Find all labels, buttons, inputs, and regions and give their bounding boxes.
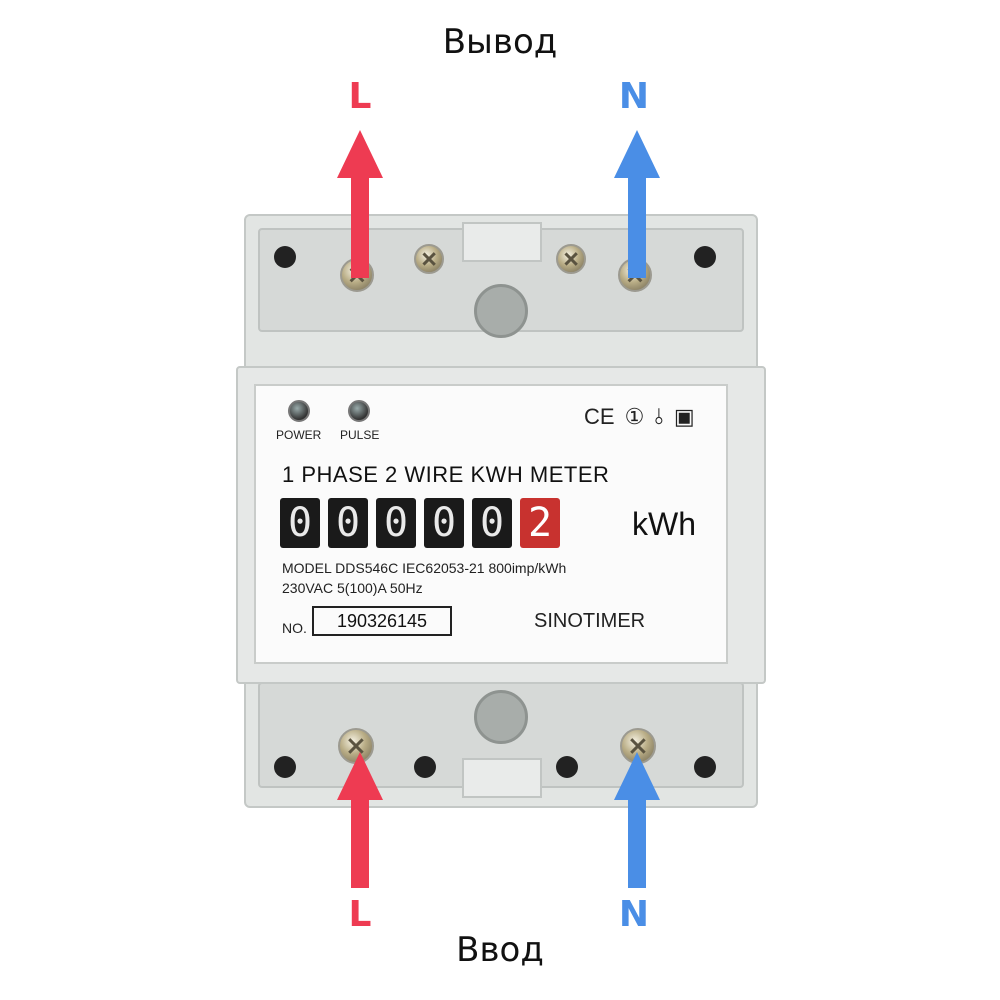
bottom-hole-1 — [274, 756, 296, 778]
bottom-hole-4 — [694, 756, 716, 778]
bottom-screw-line — [338, 728, 374, 764]
serial-number: 190326145 — [312, 606, 452, 636]
counter-digit: 0 — [472, 498, 512, 548]
input-caption: Ввод — [456, 930, 544, 970]
ce-mark: CE — [584, 404, 615, 429]
meter-title: 1 PHASE 2 WIRE KWH METER — [282, 462, 610, 487]
brand-name: SINOTIMER — [534, 610, 646, 632]
pulse-label: PULSE — [340, 428, 380, 442]
energy-counter: 0 0 0 0 0 2 — [280, 498, 560, 548]
bottom-clip — [462, 758, 542, 798]
bottom-neutral-arrow — [614, 752, 660, 888]
power-led — [288, 400, 310, 422]
index-mark: ⫰ — [654, 404, 664, 429]
counter-digit-decimal: 2 — [520, 498, 560, 548]
top-clip — [462, 222, 542, 262]
bottom-mount-hole — [474, 690, 528, 744]
rating-line: 230VAC 5(100)A 50Hz — [282, 580, 423, 596]
bottom-line-label: L — [348, 894, 372, 935]
counter-digit: 0 — [328, 498, 368, 548]
certification-marks: CE ① ⫰ ▣ — [584, 404, 695, 430]
double-insulation-mark: ▣ — [673, 404, 695, 429]
unit-label: kWh — [632, 506, 696, 542]
bottom-hole-3 — [556, 756, 578, 778]
top-line-label: L — [348, 76, 372, 117]
pulse-led — [348, 400, 370, 422]
bottom-line-arrow — [337, 752, 383, 888]
bottom-screw-neutral — [620, 728, 656, 764]
top-neutral-label: N — [618, 76, 650, 117]
counter-digit: 0 — [376, 498, 416, 548]
top-mount-hole — [474, 284, 528, 338]
top-screw-3 — [556, 244, 586, 274]
top-hole-2 — [694, 246, 716, 268]
bottom-neutral-label: N — [618, 894, 650, 935]
model-line: MODEL DDS546C IEC62053-21 800imp/kWh — [282, 560, 567, 576]
top-line-arrow — [337, 130, 383, 278]
serial-number-label: NO. — [282, 620, 307, 636]
power-label: POWER — [276, 428, 322, 442]
bottom-hole-2 — [414, 756, 436, 778]
top-neutral-arrow — [614, 130, 660, 278]
top-hole-1 — [274, 246, 296, 268]
output-caption: Вывод — [442, 22, 558, 62]
counter-digit: 0 — [280, 498, 320, 548]
top-screw-2 — [414, 244, 444, 274]
counter-digit: 0 — [424, 498, 464, 548]
class-one-mark: ① — [624, 404, 645, 429]
